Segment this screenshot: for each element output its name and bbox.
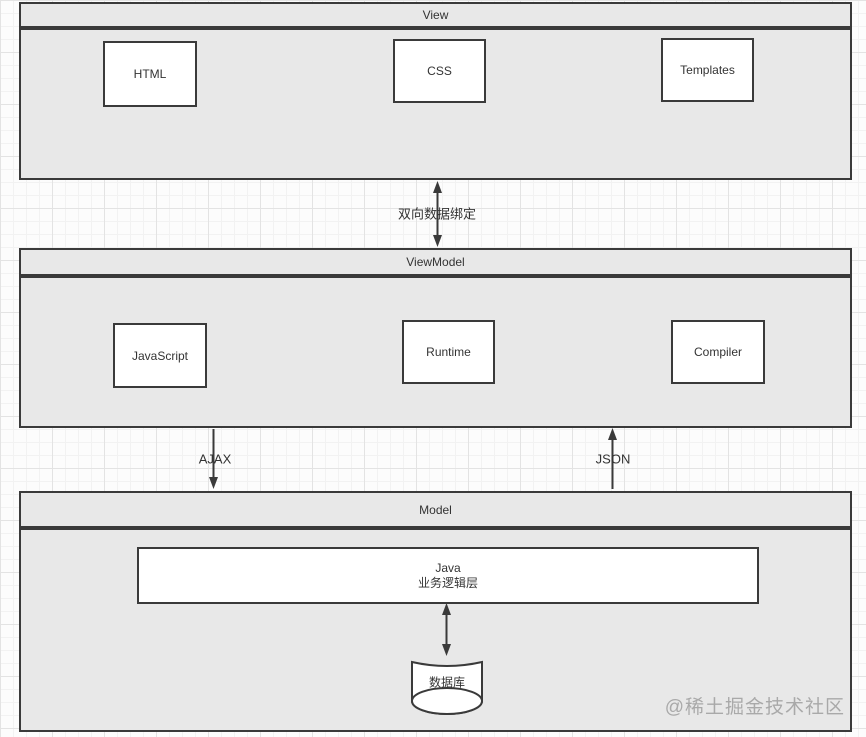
runtime-node-label: Runtime [426, 345, 471, 359]
templates-node: Templates [661, 38, 754, 102]
compiler-node: Compiler [671, 320, 765, 384]
ajax-label: AJAX [198, 451, 232, 467]
html-node-label: HTML [133, 67, 167, 81]
viewmodel-section-header: ViewModel [19, 248, 852, 276]
json-label: JSON [595, 451, 631, 467]
runtime-node: Runtime [402, 320, 495, 384]
viewmodel-section-body: JavaScript Runtime Compiler [19, 276, 852, 428]
view-section-title: View [422, 8, 449, 22]
view-section-body: HTML CSS Templates [19, 28, 852, 180]
templates-node-label: Templates [680, 63, 735, 77]
viewmodel-section-title: ViewModel [406, 255, 465, 269]
java-node-line2: 业务逻辑层 [417, 575, 478, 590]
watermark: @稀土掘金技术社区 [664, 697, 845, 718]
javascript-node: JavaScript [113, 323, 207, 388]
javascript-node-label: JavaScript [131, 348, 189, 363]
css-node-label: CSS [427, 64, 452, 78]
database-label: 数据库 [428, 675, 466, 690]
compiler-node-label: Compiler [693, 345, 742, 359]
model-section-header: Model [19, 491, 852, 528]
java-node-line1: Java [435, 560, 461, 575]
html-node: HTML [103, 41, 197, 107]
css-node: CSS [393, 39, 486, 103]
bidirectional-binding-label: 双向数据绑定 [397, 206, 477, 222]
view-section-header: View [19, 2, 852, 28]
model-section-title: Model [419, 502, 452, 517]
java-business-layer-node: Java 业务逻辑层 [137, 547, 759, 604]
